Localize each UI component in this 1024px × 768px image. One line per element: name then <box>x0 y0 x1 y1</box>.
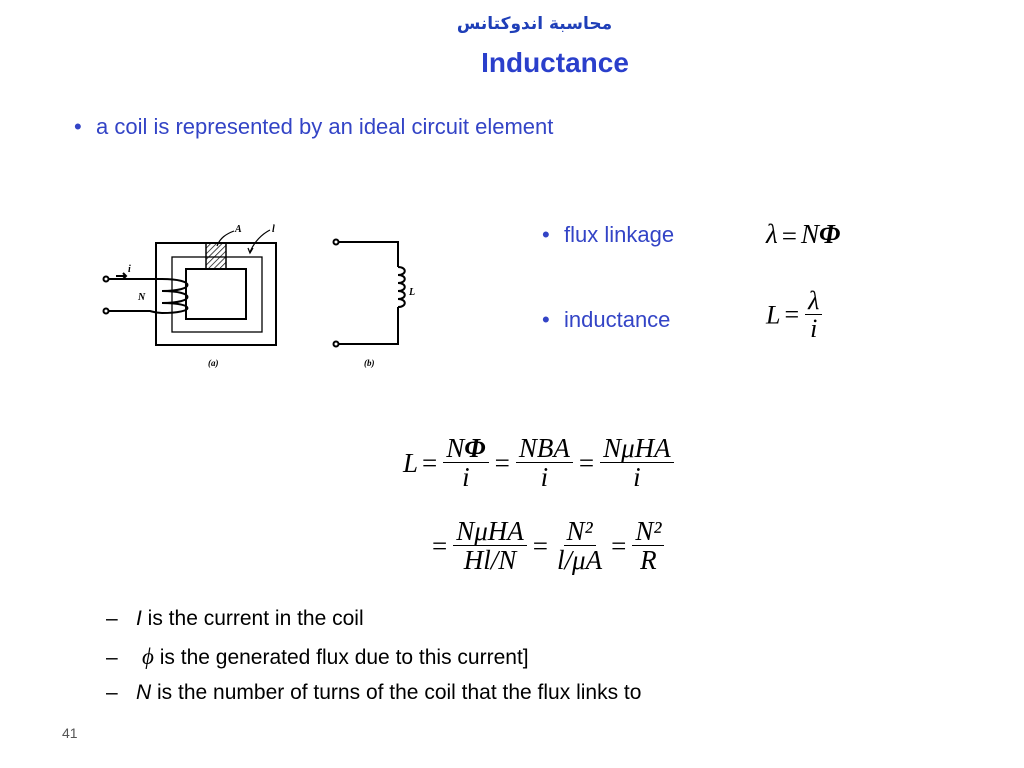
l-symbol: L <box>403 448 419 479</box>
arabic-title: محاسبة اندوكتانس <box>456 14 613 34</box>
denominator: i <box>810 314 818 344</box>
bullet-mark: • <box>542 222 550 247</box>
equals-sign: = <box>532 531 549 562</box>
note-symbol: N <box>136 681 152 704</box>
equals-sign: = <box>578 448 595 479</box>
lambda-symbol: λ <box>766 219 778 249</box>
equals-sign: = <box>611 531 627 562</box>
slide-title: Inductance <box>481 47 629 78</box>
denominator: i <box>633 462 641 493</box>
n-symbol: N <box>446 433 465 463</box>
flux-bullet: • flux linkage <box>542 222 674 248</box>
dash-mark: – <box>106 607 118 630</box>
numerator: NBA <box>515 434 573 464</box>
numerator: NμHA <box>600 434 674 464</box>
cross-section-hatch <box>205 242 227 270</box>
leader-lines <box>216 229 271 255</box>
equals-sign: = <box>781 221 797 252</box>
dash-mark: – <box>106 646 118 669</box>
label-current-i: i <box>128 264 131 275</box>
coil-diagram: A l i N L (a) (b) <box>102 224 415 368</box>
note-current: –I is the current in the coil <box>106 607 364 631</box>
inductance-label: inductance <box>564 307 671 332</box>
page-number: 41 <box>62 725 78 741</box>
bullet-mark: • <box>74 114 82 139</box>
equals-sign: = <box>784 300 800 330</box>
phi-symbol: Φ <box>818 219 841 249</box>
dash-mark: – <box>106 681 118 704</box>
note-text: is the current in the coil <box>141 607 364 630</box>
numerator: NμHA <box>453 517 527 547</box>
caption-b: (b) <box>364 358 375 368</box>
note-flux: – ϕ is the generated flux due to this cur… <box>106 644 529 670</box>
denominator: l/μA <box>557 545 603 576</box>
numerator: NΦ <box>443 433 489 464</box>
denominator: R <box>640 545 657 576</box>
equals-sign: = <box>422 448 438 479</box>
denominator: i <box>540 462 549 493</box>
coil-winding <box>102 272 189 315</box>
flux-equation: λ=NΦ <box>766 219 840 252</box>
main-bullet: • a coil is represented by an ideal circu… <box>74 114 553 140</box>
l-symbol: L <box>766 300 781 330</box>
bullet-mark: • <box>542 307 550 332</box>
label-length-l: l <box>272 224 275 235</box>
note-symbol: I <box>136 607 142 630</box>
inductance-bullet: • inductance <box>542 307 670 333</box>
main-bullet-text: a coil is represented by an ideal circui… <box>96 114 554 139</box>
equals-sign: = <box>494 448 510 479</box>
note-text: is the number of turns of the coil that … <box>151 681 642 704</box>
note-turns: –N is the number of turns of the coil th… <box>106 681 641 705</box>
numerator: N² <box>563 517 596 547</box>
label-area-a: A <box>234 224 242 235</box>
denominator: i <box>462 462 470 493</box>
equals-sign: = <box>432 531 448 562</box>
caption-a: (a) <box>208 358 219 368</box>
denominator: Hl/N <box>463 545 517 576</box>
flux-label: flux linkage <box>564 222 675 247</box>
numerator: λ <box>805 287 823 316</box>
n-symbol: N <box>800 219 819 249</box>
note-symbol: ϕ <box>142 644 154 669</box>
note-text: is the generated flux due to this curren… <box>153 646 529 669</box>
phi-symbol: Φ <box>464 433 486 463</box>
inductor-symbol <box>332 238 406 348</box>
label-inductor-l: L <box>408 287 415 298</box>
numerator: N² <box>632 517 665 547</box>
label-turns-n: N <box>137 292 146 303</box>
